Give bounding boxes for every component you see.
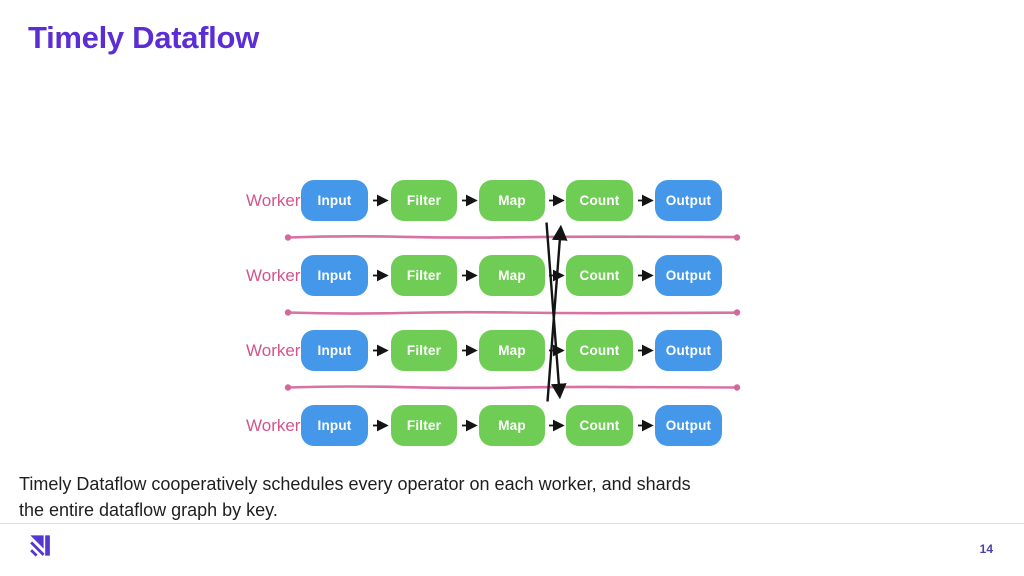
worker-row: Worker Input Filter Map Count Output: [0, 180, 1024, 221]
stage-box-filter: Filter: [391, 180, 457, 221]
stage-box-count: Count: [566, 330, 633, 371]
data-exchange-arrows: [545, 222, 568, 402]
caption-line: Timely Dataflow cooperatively schedules …: [19, 474, 691, 494]
caption-line: the entire dataflow graph by key.: [19, 499, 278, 520]
stage-box-filter: Filter: [391, 330, 457, 371]
stage-box-output: Output: [655, 180, 722, 221]
slide-caption: Timely Dataflow cooperatively schedules …: [19, 472, 691, 523]
worker-label: Worker: [246, 340, 301, 360]
slide-title: Timely Dataflow: [28, 20, 259, 55]
worker-label: Worker: [246, 265, 301, 285]
worker-row: Worker Input Filter Map Count Output: [0, 255, 1024, 296]
stage-box-count: Count: [566, 405, 633, 446]
stage-box-output: Output: [655, 405, 722, 446]
stage-box-input: Input: [301, 405, 368, 446]
page-number: 14: [979, 542, 993, 556]
worker-row: Worker Input Filter Map Count Output: [0, 330, 1024, 371]
slide-footer: 14: [0, 523, 1024, 576]
stage-flow-arrows: [373, 194, 654, 432]
stage-box-map: Map: [479, 405, 545, 446]
worker-label: Worker: [246, 415, 301, 435]
stage-box-output: Output: [655, 330, 722, 371]
materialize-logo-icon: [30, 535, 50, 557]
stage-box-map: Map: [479, 255, 545, 296]
stage-box-map: Map: [479, 330, 545, 371]
stage-box-input: Input: [301, 180, 368, 221]
stage-box-input: Input: [301, 330, 368, 371]
stage-box-filter: Filter: [391, 255, 457, 296]
worker-label: Worker: [246, 190, 301, 210]
stage-box-output: Output: [655, 255, 722, 296]
stage-box-input: Input: [301, 255, 368, 296]
stage-box-count: Count: [566, 255, 633, 296]
worker-row: Worker Input Filter Map Count Output: [0, 405, 1024, 446]
stage-box-map: Map: [479, 180, 545, 221]
stage-box-count: Count: [566, 180, 633, 221]
stage-box-filter: Filter: [391, 405, 457, 446]
